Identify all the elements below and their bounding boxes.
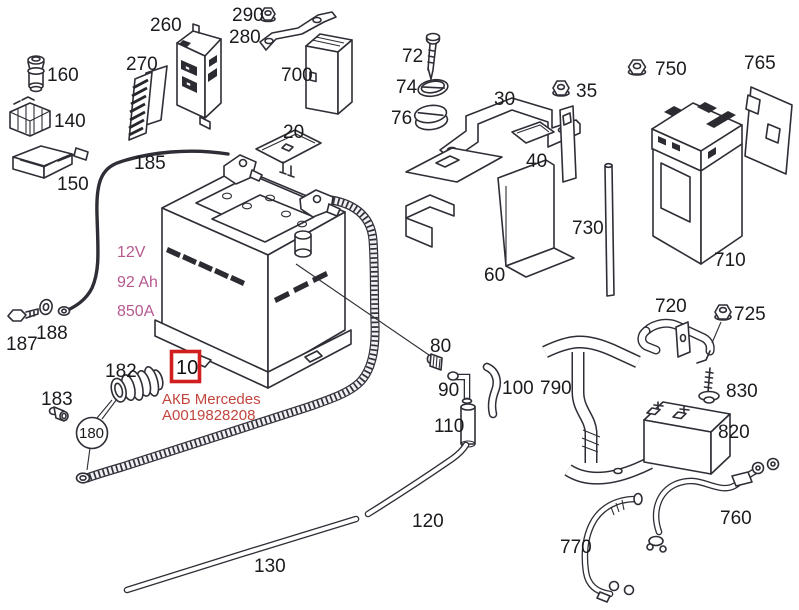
part-720-drawing [637, 318, 715, 364]
part-label-260: 260 [150, 15, 182, 36]
part-710-drawing [651, 102, 743, 265]
part-label-750: 750 [655, 59, 687, 80]
part-label-182: 182 [105, 361, 137, 382]
part-label-130: 130 [254, 556, 286, 577]
part-290-drawing [260, 7, 276, 23]
part-725-drawing [711, 304, 732, 344]
part-label-120: 120 [412, 511, 444, 532]
corrugated-conduit [75, 189, 380, 484]
part-260-drawing [176, 23, 222, 130]
part-label-80: 80 [430, 336, 451, 357]
part-label-820: 820 [718, 422, 750, 443]
part-label-180: 180 [79, 425, 104, 442]
part-label-188: 188 [36, 323, 68, 344]
part-label-280: 280 [229, 27, 261, 48]
part-820-drawing [643, 401, 731, 475]
part-830-drawing [698, 367, 720, 404]
battery-terminal-clamp [223, 154, 263, 185]
part-label-790: 790 [540, 378, 572, 399]
spec-current: 850A [117, 303, 155, 320]
part-730-drawing [604, 162, 615, 297]
part-label-40: 40 [526, 151, 547, 172]
part-182-drawing [110, 366, 164, 403]
vent-leader-line [295, 263, 430, 356]
part-35-drawing [552, 80, 570, 97]
part-700-drawing [305, 33, 353, 115]
spec-capacity: 92 Ah [117, 274, 158, 291]
callout-180 [75, 399, 113, 471]
part-label-160: 160 [47, 65, 79, 86]
part-183-drawing [48, 406, 69, 422]
part-labels: 160 140 150 260 270 290 280 700 20 185 7… [6, 5, 776, 577]
part-label-30: 30 [494, 89, 515, 110]
part-74-drawing [417, 78, 449, 98]
part-label-830: 830 [726, 381, 758, 402]
part-label-760: 760 [720, 508, 752, 529]
part-280-drawing [259, 11, 337, 51]
part-label-72: 72 [402, 46, 423, 67]
part-label-183: 183 [41, 389, 73, 410]
note-battery-part-number: A0019828208 [162, 407, 255, 424]
part-20-drawing [255, 129, 322, 178]
part-80-drawing [426, 353, 443, 371]
part-label-110: 110 [434, 416, 464, 437]
part-185-cable-drawing [57, 149, 230, 316]
part-label-270: 270 [126, 54, 158, 75]
part-label-60: 60 [484, 265, 505, 286]
part-750-drawing [627, 59, 647, 76]
battery-spec-annotations: 12V 92 Ah 850A [117, 244, 158, 320]
part-label-35: 35 [576, 81, 597, 102]
part-label-710: 710 [714, 250, 746, 271]
part-60-drawing [405, 105, 577, 278]
part-765-drawing [744, 86, 793, 175]
part-label-290: 290 [232, 5, 264, 26]
part-label-725: 725 [734, 304, 766, 325]
part-label-100: 100 [502, 378, 534, 399]
part-188-drawing [39, 298, 53, 316]
part-label-720: 720 [655, 296, 687, 317]
part-label-187: 187 [6, 334, 38, 355]
part-note-annotations: АКБ Mercedes A0019828208 [162, 391, 261, 424]
part-40-drawing [511, 121, 555, 144]
part-90-drawing [447, 371, 471, 403]
part-72-drawing [425, 32, 441, 80]
highlight-box-10 [169, 349, 202, 384]
part-770-drawing [581, 492, 643, 603]
part-160-drawing [27, 55, 45, 93]
part-760-drawing [646, 457, 780, 553]
part-label-90: 90 [438, 380, 459, 401]
part-label-150: 150 [57, 174, 89, 195]
part-label-76: 76 [391, 108, 412, 129]
part-label-10: 10 [176, 357, 198, 379]
grommet-leader-line [101, 398, 118, 420]
part-10-battery-drawing [154, 167, 352, 389]
part-140-drawing [9, 96, 51, 137]
part-130-drawing [123, 515, 360, 594]
part-label-700: 700 [281, 65, 313, 86]
part-label-74: 74 [396, 77, 418, 98]
part-label-770: 770 [560, 537, 592, 558]
spec-voltage: 12V [117, 244, 146, 261]
part-120-drawing [364, 441, 470, 518]
part-100-drawing [482, 362, 502, 419]
part-187-drawing [7, 308, 39, 322]
part-label-140: 140 [54, 111, 86, 132]
part-150-drawing [12, 145, 89, 179]
part-label-185: 185 [134, 153, 166, 174]
part-790-drawing [542, 335, 653, 485]
note-battery-name: АКБ Mercedes [162, 391, 261, 408]
part-label-765: 765 [744, 53, 776, 74]
part-110-drawing [460, 397, 476, 448]
part-76-drawing [413, 104, 449, 131]
part-label-730: 730 [572, 218, 604, 239]
part-270-drawing [128, 65, 168, 141]
part-label-20: 20 [283, 122, 304, 143]
